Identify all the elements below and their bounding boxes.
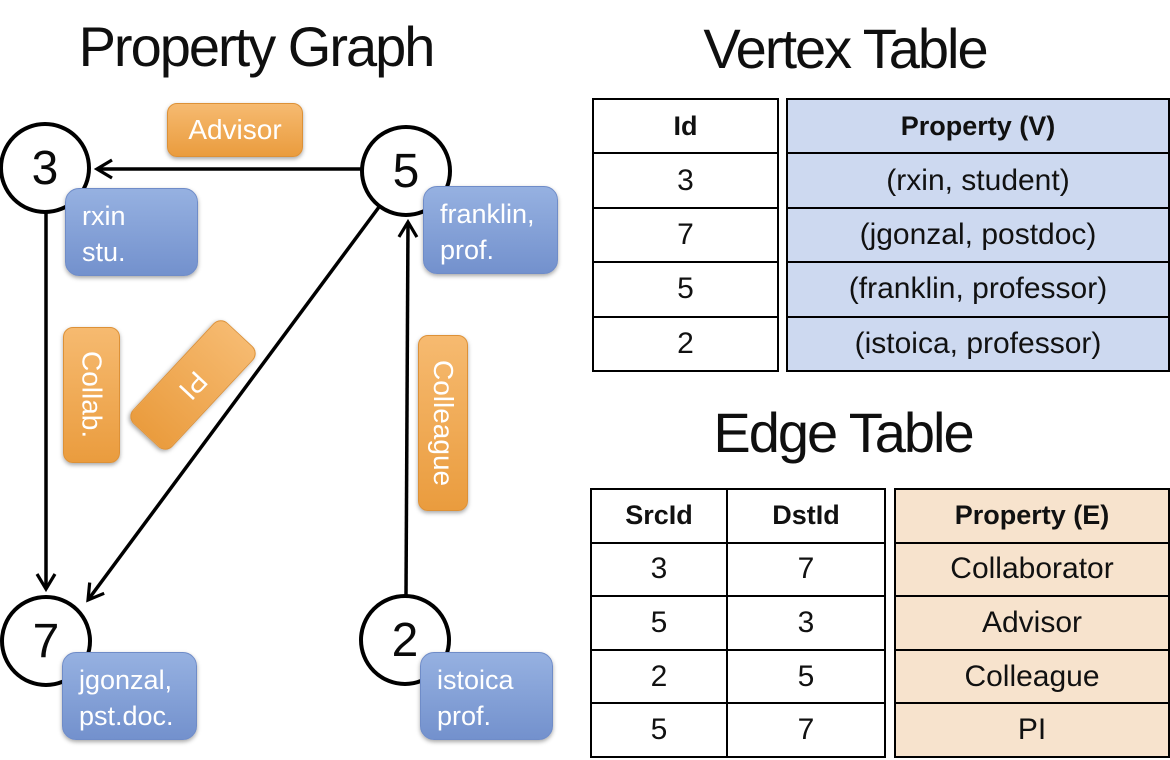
vertex-property-line: franklin, xyxy=(440,199,535,229)
vertex-property-box-2: istoica prof. xyxy=(420,652,553,740)
vertex-id-7: 7 xyxy=(32,614,60,668)
table-row: 2 5 xyxy=(592,650,884,705)
table-cell: 5 xyxy=(797,659,815,693)
table-cell: (franklin, professor) xyxy=(788,263,1168,318)
edge-2-to-5-colleague xyxy=(406,222,408,596)
table-cell: 5 xyxy=(594,263,777,318)
vertex-id-5: 5 xyxy=(392,144,420,198)
vertex-property-line: rxin xyxy=(82,201,126,231)
table-cell: 3 xyxy=(797,605,815,639)
table-cell: 7 xyxy=(594,209,777,264)
edge-5-to-7-pi xyxy=(88,205,381,600)
property-graph-panel: Property Graph 3 5 7 2 Advisor Collab. P… xyxy=(0,15,558,740)
edge-label-advisor: Advisor xyxy=(167,103,303,157)
table-row: 5 7 xyxy=(592,704,884,756)
vertex-table-id-column: Id 3 7 5 2 xyxy=(592,98,779,372)
table-cell: 7 xyxy=(797,713,815,747)
table-cell: (jgonzal, postdoc) xyxy=(788,209,1168,264)
vertex-property-line: istoica xyxy=(437,665,514,695)
vertex-property-line: prof. xyxy=(437,701,492,732)
edge-table-header-dstid: DstId xyxy=(772,500,840,531)
vertex-property-line: prof. xyxy=(440,235,495,266)
edge-label-collab: Collab. xyxy=(63,327,120,463)
table-cell: Advisor xyxy=(896,597,1168,651)
vertex-property-line: jgonzal, xyxy=(79,665,173,695)
table-cell: 5 xyxy=(592,597,728,649)
table-cell: (rxin, student) xyxy=(788,154,1168,209)
table-row: SrcId DstId xyxy=(592,490,884,544)
table-row: 5 3 xyxy=(592,597,884,651)
table-cell: Collaborator xyxy=(896,544,1168,598)
edge-table-header-property: Property (E) xyxy=(896,490,1168,544)
table-cell: 7 xyxy=(797,552,815,586)
tables-panel: Vertex Table Id 3 7 5 2 Property (V) (rx… xyxy=(585,0,1170,760)
vertex-table-property-column: Property (V) (rxin, student) (jgonzal, p… xyxy=(786,98,1170,372)
vertex-table-header-id: Id xyxy=(594,100,777,155)
table-cell: 5 xyxy=(592,704,728,756)
vertex-id-3: 3 xyxy=(31,141,59,195)
edge-table-id-columns: SrcId DstId 3 7 5 3 2 5 5 7 xyxy=(590,488,886,758)
table-cell: (istoica, professor) xyxy=(854,326,1102,360)
table-cell: Colleague xyxy=(896,651,1168,705)
edge-table-header-srcid: SrcId xyxy=(592,490,728,542)
vertex-property-line: pst.doc. xyxy=(79,701,174,732)
vertex-property-box-7: jgonzal, pst.doc. xyxy=(62,652,197,740)
table-cell: 2 xyxy=(592,650,728,703)
table-cell: 2 xyxy=(677,326,694,360)
table-cell: PI xyxy=(1017,713,1047,747)
vertex-id-2: 2 xyxy=(391,613,419,667)
property-graph-title: Property Graph xyxy=(78,15,436,78)
table-cell: 3 xyxy=(592,543,728,596)
vertex-property-box-5: franklin, prof. xyxy=(423,186,558,274)
vertex-table-header-property: Property (V) xyxy=(788,100,1168,155)
edge-table-title: Edge Table xyxy=(713,401,974,464)
vertex-property-line: stu. xyxy=(82,237,126,268)
vertex-table-title: Vertex Table xyxy=(703,17,988,80)
table-cell: 3 xyxy=(594,154,777,209)
vertex-circle-3 xyxy=(0,122,91,214)
table-row: 3 7 xyxy=(592,543,884,598)
vertex-property-box-3: rxin stu. xyxy=(65,188,198,276)
edge-table-property-column: Property (E) Collaborator Advisor Collea… xyxy=(894,488,1170,758)
edge-label-colleague: Colleague xyxy=(418,335,468,511)
